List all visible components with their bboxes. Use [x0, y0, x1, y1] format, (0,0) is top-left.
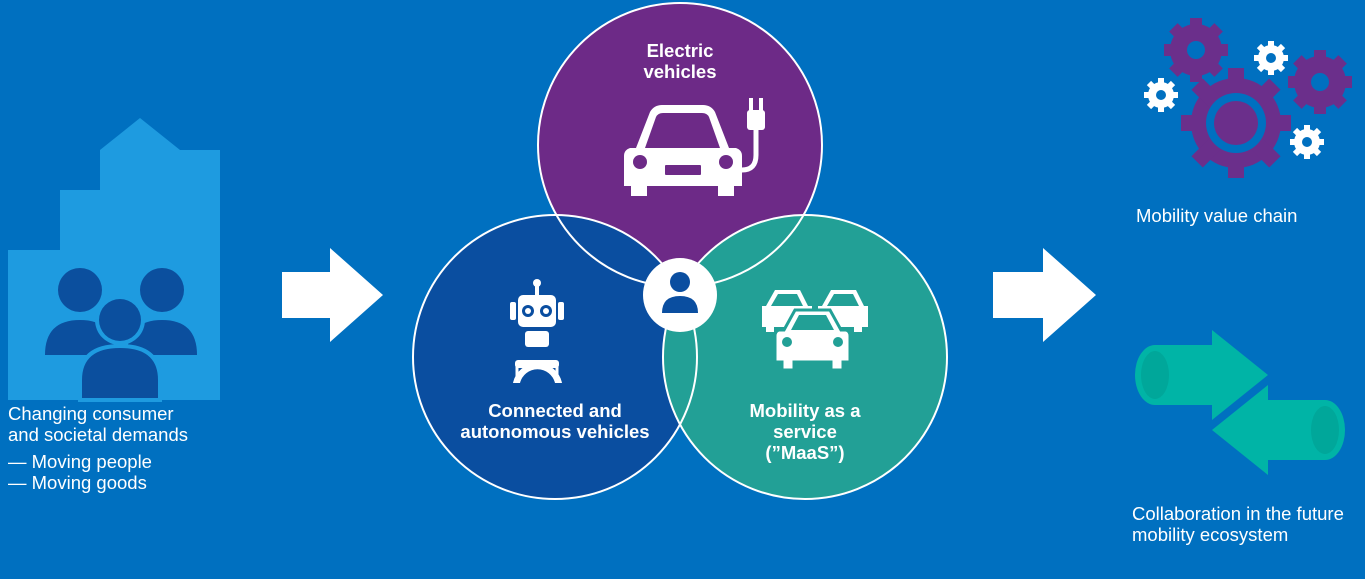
mobility-value-chain-label: Mobility value chain [1136, 205, 1298, 226]
robot-driver-icon [510, 279, 564, 383]
moving-people-item: — Moving people [8, 451, 152, 472]
electric-car-plug-icon [624, 98, 765, 196]
connected-autonomous-circle [413, 215, 697, 499]
moving-goods-item: — Moving goods [8, 472, 147, 493]
flow-arrow-right [993, 248, 1096, 342]
maas-label: Mobility as a service (”MaaS”) [749, 400, 861, 463]
electric-vehicles-label: Electric vehicles [643, 40, 717, 82]
gears-icon [1144, 18, 1352, 178]
collaboration-label: Collaboration in the future mobility eco… [1132, 503, 1344, 545]
city-people-icon [8, 118, 220, 402]
consumer-demands-text: Changing consumer and societal demands —… [8, 403, 208, 493]
flow-arrow-left [282, 248, 383, 342]
connected-autonomous-label: Connected and autonomous vehicles [460, 400, 650, 442]
cars-fleet-icon [762, 290, 868, 372]
user-icon [643, 258, 717, 332]
consumer-demands-title: Changing consumer and societal demands [8, 403, 188, 445]
collaboration-arrows-icon [1135, 330, 1345, 475]
